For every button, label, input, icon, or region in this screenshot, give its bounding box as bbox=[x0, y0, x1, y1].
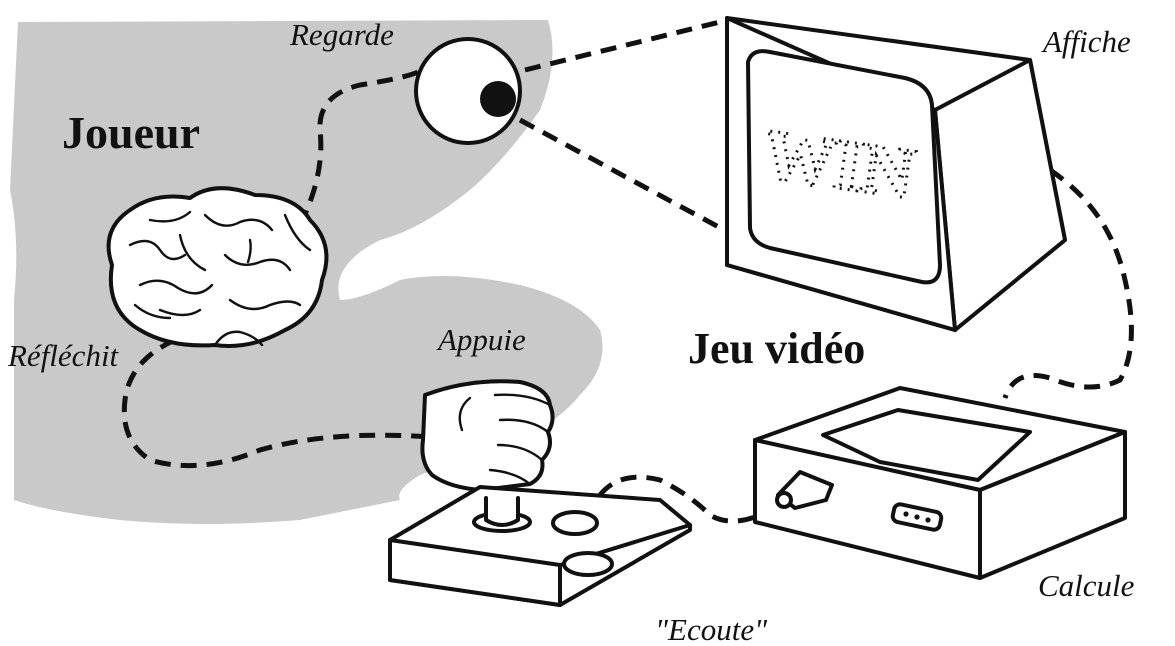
label-listen: "Ecoute" bbox=[655, 612, 768, 646]
joystick-controller bbox=[388, 485, 692, 607]
label-look: Regarde bbox=[289, 17, 394, 52]
game-title: Jeu vidéo bbox=[688, 324, 865, 373]
label-think: Réfléchit bbox=[7, 338, 120, 373]
label-display: Affiche bbox=[1041, 24, 1131, 59]
wire-monitor-to-console bbox=[1002, 167, 1134, 399]
wire-joystick-to-console bbox=[598, 474, 777, 524]
wire-eye-to-screen-top bbox=[524, 17, 729, 73]
hand-icon bbox=[420, 379, 555, 492]
game-console bbox=[753, 386, 1127, 580]
label-press: Appuie bbox=[436, 322, 526, 357]
brain-icon bbox=[106, 186, 329, 348]
player-title: Joueur bbox=[62, 107, 200, 158]
wire-eye-to-screen-bottom bbox=[518, 117, 730, 235]
eye-icon bbox=[414, 37, 522, 145]
tv-monitor: WIN bbox=[725, 16, 1067, 332]
label-compute: Calcule bbox=[1038, 568, 1135, 603]
wire-brain-to-hand bbox=[121, 337, 431, 469]
